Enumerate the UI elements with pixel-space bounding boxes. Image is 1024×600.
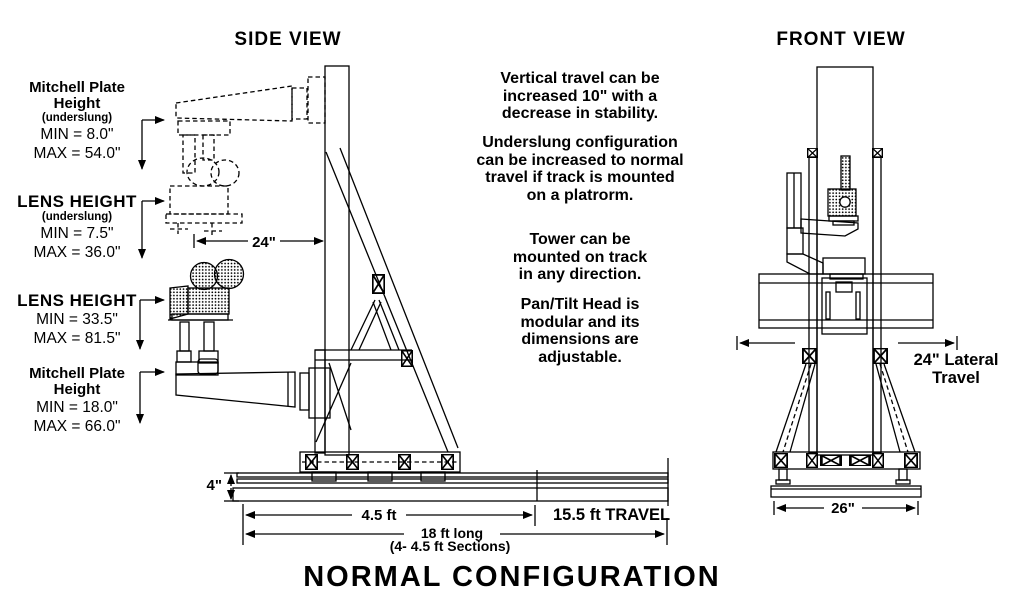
spec-subheading: (underslung) bbox=[41, 112, 113, 124]
note-tower-track: Tower can be mounted on track in any dir… bbox=[512, 231, 648, 283]
spec-label-mitchell-underslung: Mitchell Plate Height (underslung) MIN =… bbox=[2, 80, 152, 162]
base-plate bbox=[770, 485, 922, 498]
underslung-head-dashed bbox=[165, 76, 326, 236]
note-vertical-travel: Vertical travel can be increased 10" wit… bbox=[500, 70, 660, 122]
spec-label-lens-normal: LENS HEIGHT MIN = 33.5" MAX = 81.5" bbox=[2, 292, 152, 347]
spec-label-mitchell-normal: Mitchell Plate Height MIN = 18.0" MAX = … bbox=[2, 366, 152, 435]
dim-travel-text: 15.5 ft TRAVEL bbox=[553, 506, 670, 524]
front-camera-head bbox=[786, 155, 866, 280]
spec-max: MAX = 81.5" bbox=[33, 329, 121, 347]
spec-min: MIN = 33.5" bbox=[36, 311, 118, 328]
leveling-jack bbox=[778, 468, 788, 481]
footer-title: NORMAL CONFIGURATION bbox=[303, 561, 721, 593]
lateral-travel-label: 24" Lateral Travel bbox=[913, 351, 999, 387]
dim-track-sections-text: (4- 4.5 ft Sections) bbox=[390, 538, 511, 554]
spec-heading: Mitchell Plate Height bbox=[29, 365, 125, 398]
spec-label-lens-underslung: LENS HEIGHT (underslung) MIN = 7.5" MAX … bbox=[2, 193, 152, 261]
dim-section-text: 4.5 ft bbox=[361, 507, 396, 524]
dim-base-width: 26" bbox=[773, 500, 919, 517]
dim-track-height: 4" bbox=[207, 472, 239, 502]
spec-max: MAX = 36.0" bbox=[33, 243, 121, 261]
dim-arm-offset: 24" bbox=[193, 234, 324, 251]
dim-track-length: 4.5 ft 15.5 ft TRAVEL 18 ft long (4- 4.5… bbox=[242, 504, 670, 554]
dim-track-length-text: 18 ft long bbox=[421, 525, 483, 541]
spec-subheading: (underslung) bbox=[41, 211, 113, 223]
lens-port bbox=[839, 196, 851, 208]
camera-head bbox=[168, 258, 245, 376]
tower-truss bbox=[308, 147, 459, 454]
film-magazine bbox=[189, 261, 219, 291]
tower-carriage bbox=[308, 367, 331, 419]
front-carriage-beam bbox=[758, 273, 934, 335]
note-pan-tilt-head: Pan/Tilt Head is modular and its dimensi… bbox=[520, 296, 640, 366]
spec-heading: Mitchell Plate Height bbox=[29, 79, 125, 112]
spec-leader-arrows bbox=[136, 116, 165, 424]
spec-heading: LENS HEIGHT bbox=[17, 192, 137, 211]
front-view-title: FRONT VIEW bbox=[776, 29, 906, 50]
dim-track-height-text: 4" bbox=[207, 477, 222, 494]
spec-max: MAX = 54.0" bbox=[33, 144, 121, 162]
dim-arm-offset-text: 24" bbox=[252, 234, 276, 251]
spec-min: MIN = 7.5" bbox=[40, 225, 114, 242]
l-arm-shelf bbox=[800, 218, 859, 237]
spec-heading: LENS HEIGHT bbox=[17, 291, 137, 310]
front-base bbox=[770, 451, 922, 498]
spec-min: MIN = 8.0" bbox=[40, 126, 114, 143]
side-view-title: SIDE VIEW bbox=[234, 29, 342, 50]
leveling-jack bbox=[898, 468, 908, 481]
front-legs bbox=[775, 348, 916, 453]
spec-min: MIN = 18.0" bbox=[36, 399, 118, 416]
tower-column bbox=[324, 65, 350, 456]
lens-barrel bbox=[840, 155, 851, 191]
camera-body bbox=[187, 287, 230, 315]
beam-bracket bbox=[821, 277, 868, 335]
spec-max: MAX = 66.0" bbox=[33, 417, 121, 435]
film-magazine bbox=[213, 258, 245, 290]
note-underslung-config: Underslung configuration can be increase… bbox=[476, 134, 684, 204]
dim-lateral-travel bbox=[736, 336, 958, 350]
dim-base-width-text: 26" bbox=[831, 500, 855, 517]
front-view-drawing: 26" bbox=[736, 66, 958, 517]
side-view-drawing: 24" bbox=[136, 65, 670, 554]
mount-arm bbox=[175, 371, 310, 411]
